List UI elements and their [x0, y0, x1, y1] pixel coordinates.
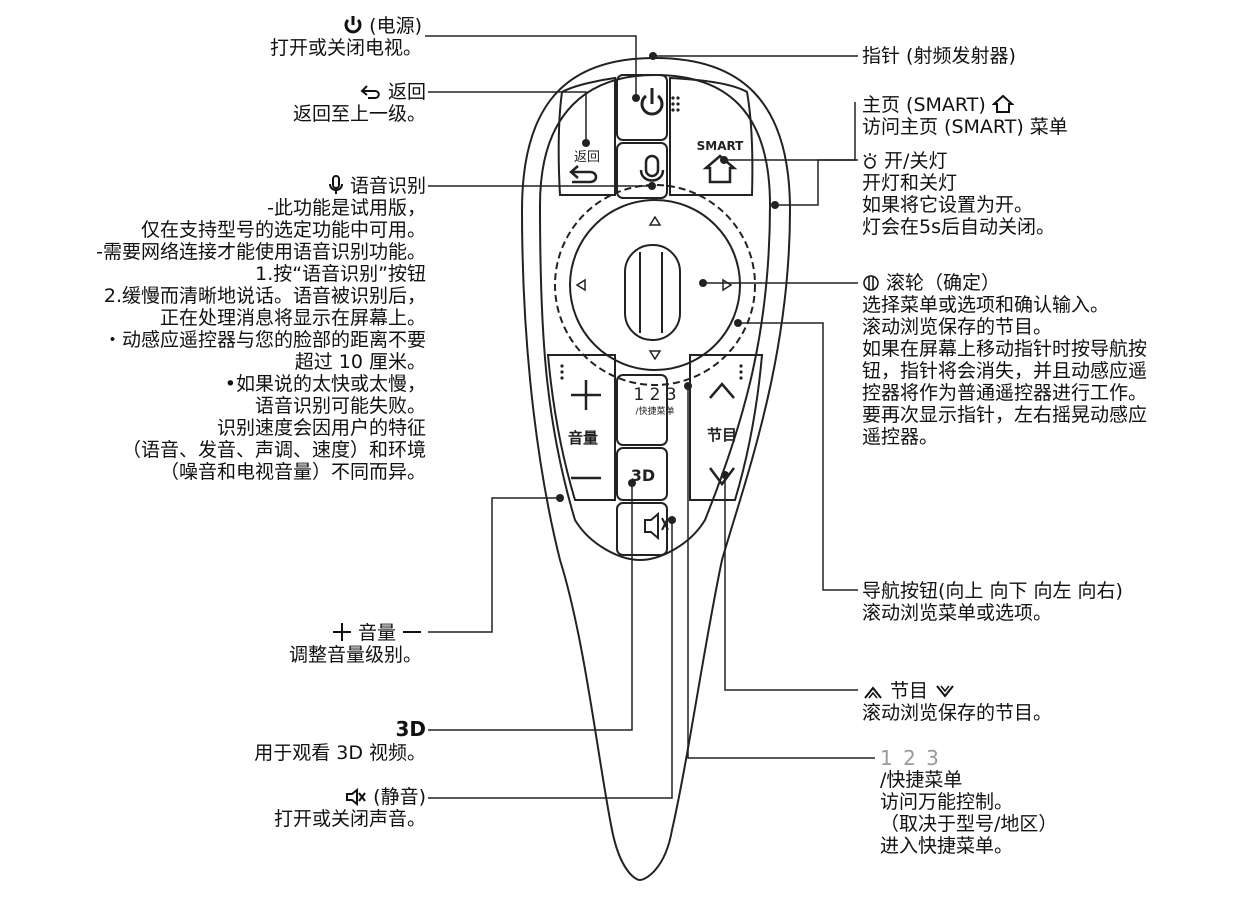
wheel-icon — [863, 275, 879, 291]
label-nav-desc: 滚动浏览菜单或选项。 — [862, 602, 1053, 624]
label-voice-line: 2.缓慢而清晰地说话。语音被识别后， — [103, 285, 426, 307]
3d-icon: 3D — [395, 717, 426, 741]
label-nav-title: 导航按钮(向上 向下 向左 向右) — [862, 580, 1123, 602]
label-wheel-line: 滚动浏览保存的节目。 — [862, 316, 1053, 338]
label-light: 开/关灯 开灯和关灯 如果将它设置为开。 灯会在5s后自动关闭。 — [862, 150, 1055, 238]
remote-3d-text: 3D — [631, 466, 655, 485]
label-voice-line: •如果说的太快或太慢， — [224, 373, 426, 395]
label-home: 主页 (SMART) 访问主页 (SMART) 菜单 — [862, 94, 1068, 138]
label-3d: 3D 用于观看 3D 视频。 — [254, 718, 426, 764]
remote-volume-text: 音量 — [568, 429, 598, 447]
label-pointer-title: 指针 (射频发射器) — [862, 45, 1016, 67]
volume-plus-icon — [571, 380, 601, 410]
label-voice-line: （噪音和电视音量）不同而异。 — [159, 461, 426, 483]
home-icon — [991, 94, 1014, 113]
label-quick-line: （取决于型号/地区） — [880, 813, 1058, 835]
program-up-icon — [709, 382, 735, 399]
remote-quickmenu-text: /快捷菜单 — [635, 405, 674, 417]
back-arrow-icon — [569, 165, 598, 184]
plus-icon — [332, 623, 351, 641]
label-quick-line: 进入快捷菜单。 — [880, 835, 1014, 857]
label-voice: 语音识别 -此功能是试用版， 仅在支持型号的选定功能中可用。 -需要网络连接才能… — [96, 175, 426, 483]
label-wheel-line: 遥控器。 — [862, 426, 939, 448]
remote-smart-text: SMART — [697, 139, 745, 153]
label-light-title: 开/关灯 — [884, 150, 948, 172]
label-light-line: 灯会在5s后自动关闭。 — [862, 216, 1055, 238]
label-voice-line: 语音识别可能失败。 — [254, 395, 426, 417]
label-wheel-line: 选择菜单或选项和确认输入。 — [862, 294, 1110, 316]
label-home-title: 主页 (SMART) — [862, 94, 986, 116]
label-voice-line: -此功能是试用版， — [267, 197, 426, 219]
label-wheel-line: 要再次显示指针，左右摇晃动感应 — [862, 404, 1148, 426]
label-voice-line: -需要网络连接才能使用语音识别功能。 — [96, 241, 426, 263]
remote-digits-text: 1 2 3 — [633, 385, 676, 405]
label-wheel-title: 滚轮（确定） — [886, 272, 1001, 294]
label-power-desc: 打开或关闭电视。 — [269, 37, 422, 59]
label-back-desc: 返回至上一级。 — [292, 103, 426, 125]
back-icon — [360, 85, 380, 99]
program-down-icon — [709, 467, 735, 487]
label-home-desc: 访问主页 (SMART) 菜单 — [862, 116, 1068, 138]
label-voice-line: ・动感应遥控器与您的脸部的距离不要 — [102, 329, 426, 351]
label-quick-line: 访问万能控制。 — [880, 791, 1014, 813]
label-voice-line: 仅在支持型号的选定功能中可用。 — [140, 219, 426, 241]
chevron-up-icon — [864, 686, 882, 699]
light-bulb-icon — [863, 153, 877, 169]
label-3d-desc: 用于观看 3D 视频。 — [254, 742, 426, 764]
label-power: (电源) 打开或关闭电视。 — [270, 15, 422, 59]
remote-back-text: 返回 — [574, 150, 600, 165]
label-back: 返回 返回至上一级。 — [293, 81, 426, 125]
label-voice-line: 超过 10 厘米。 — [294, 351, 426, 373]
label-program-title: 节目 — [890, 680, 929, 702]
label-light-line: 如果将它设置为开。 — [862, 194, 1034, 216]
power-icon — [344, 16, 362, 34]
power-icon — [640, 88, 664, 116]
label-mute: (静音) 打开或关闭声音。 — [274, 786, 426, 830]
label-voice-title: 语音识别 — [349, 175, 426, 197]
label-volume: 音量 调整音量级别。 — [289, 622, 422, 666]
label-quick-digits: 1 2 3 — [880, 746, 941, 770]
label-wheel-line: 钮，指针将会消失，并且动感应遥 — [862, 360, 1148, 382]
label-wheel-line: 如果在屏幕上移动指针时按导航按 — [862, 338, 1148, 360]
label-quick-line: /快捷菜单 — [880, 769, 963, 791]
chevron-down-icon — [936, 685, 954, 698]
label-program-desc: 滚动浏览保存的节目。 — [862, 702, 1053, 724]
label-voice-line: 正在处理消息将显示在屏幕上。 — [159, 307, 426, 329]
label-power-title: (电源) — [369, 15, 422, 37]
mute-icon — [346, 788, 366, 806]
label-mute-desc: 打开或关闭声音。 — [273, 808, 426, 830]
label-back-title: 返回 — [387, 81, 426, 103]
label-wheel-line: 控器将作为普通遥控器进行工作。 — [862, 382, 1148, 404]
label-mute-title: (静音) — [373, 786, 426, 808]
mic-icon — [328, 175, 343, 194]
label-wheel: 滚轮（确定） 选择菜单或选项和确认输入。 滚动浏览保存的节目。 如果在屏幕上移动… — [862, 272, 1147, 448]
label-nav: 导航按钮(向上 向下 向左 向右) 滚动浏览菜单或选项。 — [862, 580, 1123, 624]
label-program: 节目 滚动浏览保存的节目。 — [862, 680, 1052, 724]
label-volume-title: 音量 — [357, 622, 396, 644]
label-light-line: 开灯和关灯 — [862, 172, 958, 194]
remote-program-text: 节目 — [707, 426, 737, 444]
label-voice-line: 识别速度会因用户的特征 — [216, 417, 426, 439]
label-pointer: 指针 (射频发射器) — [862, 45, 1016, 67]
label-quick: 1 2 3 /快捷菜单 访问万能控制。 （取决于型号/地区） 进入快捷菜单。 — [880, 747, 1057, 857]
mute-icon — [644, 511, 669, 541]
label-voice-line: （语音、发音、声调、速度）和环境 — [121, 439, 426, 461]
label-voice-line: 1.按“语音识别”按钮 — [255, 263, 426, 285]
minus-icon — [403, 631, 421, 633]
label-volume-desc: 调整音量级别。 — [288, 644, 422, 666]
remote-panel-outline — [538, 73, 772, 562]
